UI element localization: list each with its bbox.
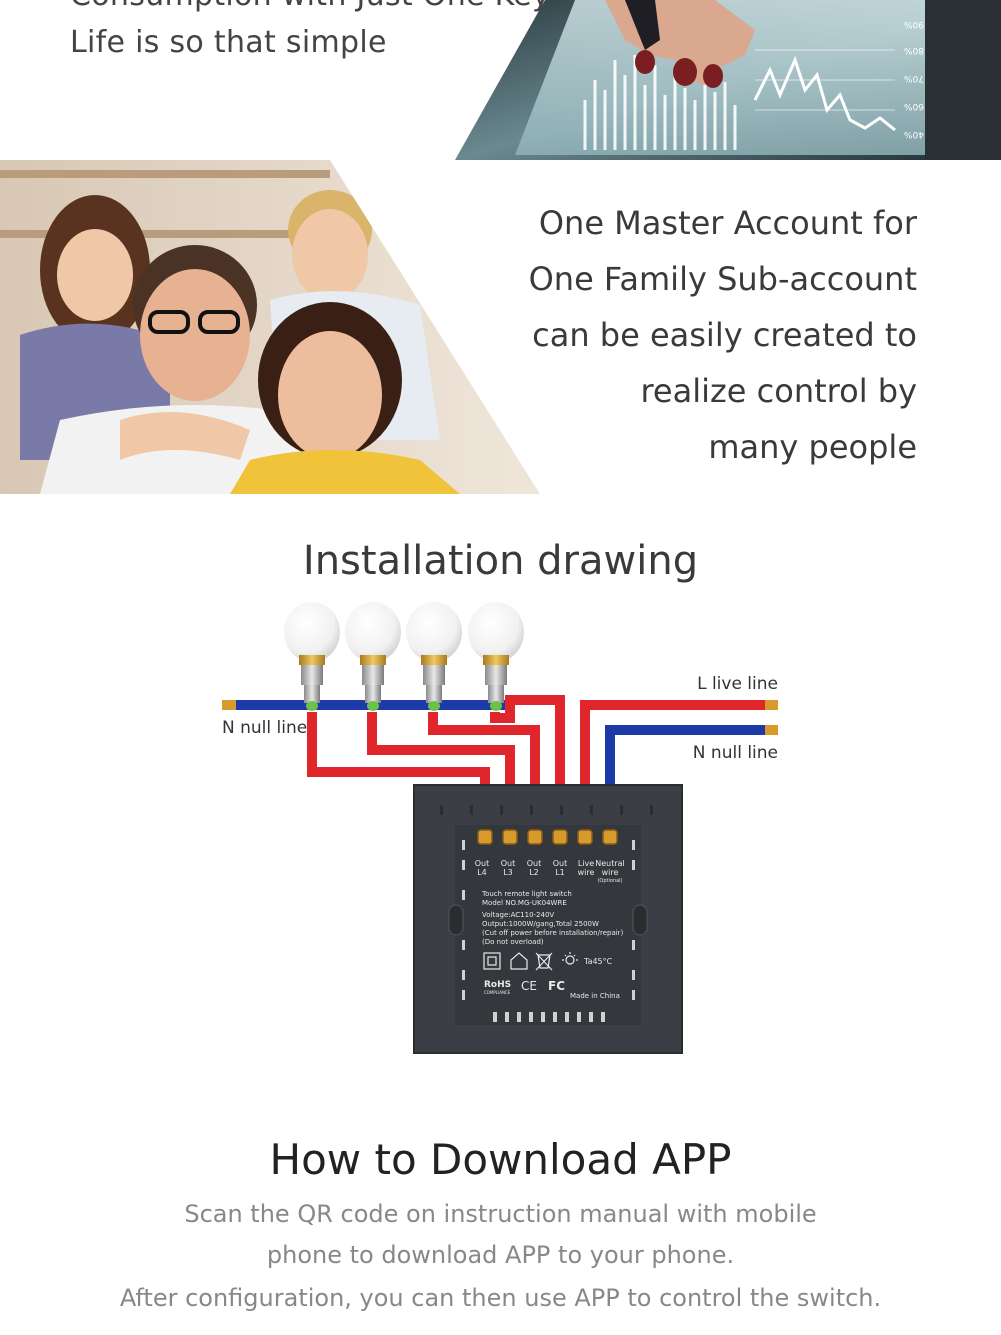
chart-tick-label: 70% (904, 73, 924, 83)
family-feature-text: One Master Account for One Family Sub-ac… (529, 195, 917, 475)
chart-tick-label: 90% (904, 19, 924, 29)
terminal-label-bottom: wire (578, 868, 595, 877)
spec-line: Model NO.MG-UK04WRE (482, 899, 567, 907)
terminal-label-top: Neutral (595, 859, 625, 868)
spec-line: (Do not overload) (482, 938, 544, 946)
terminal-label-top: Live (578, 859, 594, 868)
chart-touch-photo: 90% 80% 70% 60% 40% (455, 0, 1001, 160)
chart-tick-label: 60% (904, 101, 924, 111)
terminal-label-bottom: wire (602, 868, 619, 877)
light-bulb (345, 602, 401, 711)
family-line: One Family Sub-account (528, 260, 917, 298)
ce-mark: CE (521, 979, 537, 993)
intro-line-2: Life is so that simple (70, 25, 387, 60)
chart-tick-label: 40% (904, 129, 924, 139)
terminal-label-top: Out (475, 859, 490, 868)
light-bulb (468, 602, 524, 711)
terminal-label-bottom: L2 (529, 868, 539, 877)
spec-line: Voltage:AC110-240V (482, 911, 554, 919)
terminal-label-bottom: L3 (503, 868, 513, 877)
download-title: How to Download APP (269, 1135, 732, 1184)
terminal-screws (477, 829, 618, 845)
intro-line-1: Consumption with Just One Key (70, 0, 550, 13)
terminal-label-bottom: L4 (477, 868, 487, 877)
indoor-use-icon (510, 952, 528, 970)
family-line: One Master Account for (538, 204, 917, 242)
terminal-label-bottom: L1 (555, 868, 565, 877)
switch-back-panel (413, 784, 683, 1054)
family-photo (0, 160, 540, 494)
wiring-diagram: N null line L live line N null line (222, 602, 778, 1054)
family-line: can be easily created to (532, 316, 917, 354)
download-instruction-1: Scan the QR code on instruction manual w… (184, 1200, 817, 1228)
double-insulation-icon (483, 952, 501, 970)
fc-mark: FC (548, 979, 565, 993)
spec-line: Output:1000W/gang,Total 2500W (482, 920, 599, 928)
download-instruction-3: After configuration, you can then use AP… (119, 1284, 882, 1312)
installation-title: Installation drawing (302, 538, 699, 584)
terminal-label-top: Out (553, 859, 568, 868)
weee-bin-icon (535, 952, 553, 971)
chart-tick-label: 80% (904, 45, 924, 55)
spec-line: (Cut off power before installation/repai… (482, 929, 624, 937)
optional-note: (Optional) (597, 878, 622, 884)
live-line-label: L live line (697, 674, 778, 694)
rohs-mark: RoHS (484, 980, 511, 990)
right-null-line-label: N null line (693, 743, 778, 763)
left-null-line-label: N null line (222, 718, 307, 738)
temperature-sun-icon (562, 952, 578, 965)
family-line: realize control by (640, 372, 917, 410)
terminal-label-top: Out (501, 859, 516, 868)
spec-line: Touch remote light switch (481, 890, 572, 898)
family-line: many people (708, 428, 917, 466)
terminal-label-top: Out (527, 859, 542, 868)
light-bulb (284, 602, 340, 711)
light-bulb (406, 602, 462, 711)
made-in-label: Made in China (570, 992, 620, 1000)
download-instruction-2: phone to download APP to your phone. (266, 1241, 735, 1269)
rohs-compliance: COMPLIANCE (484, 990, 511, 995)
temperature-rating: Ta45°C (583, 957, 613, 966)
